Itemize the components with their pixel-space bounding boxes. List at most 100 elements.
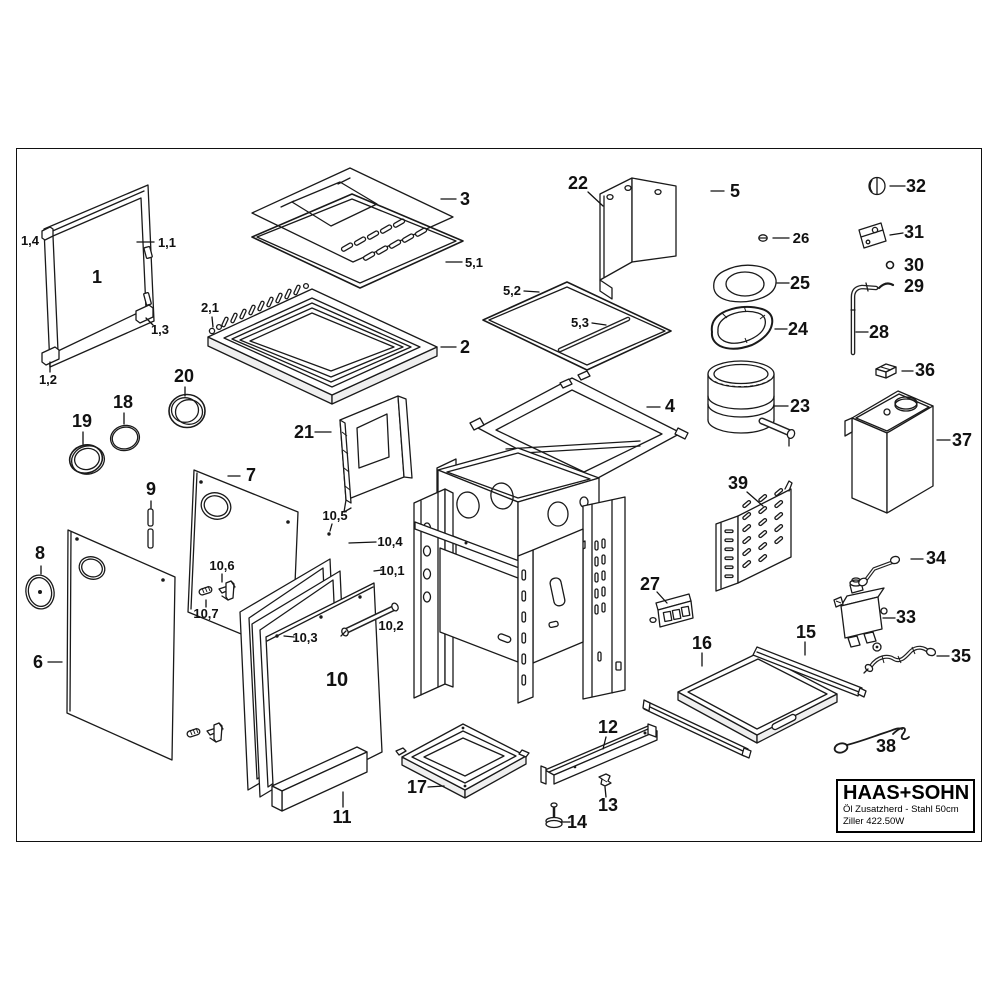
part-label-25: 25: [790, 273, 810, 293]
leader-line-5-3: [591, 322, 607, 326]
part-27-art: [649, 593, 694, 628]
part-label-24: 24: [788, 319, 808, 339]
part-5-2-art: [482, 281, 672, 371]
part-18-art: [109, 424, 141, 452]
part-label-5-2: 5,2: [503, 283, 521, 298]
brand-name: HAAS+SOHN: [843, 782, 970, 804]
part-label-9: 9: [146, 479, 156, 499]
part-32-art: [868, 176, 886, 196]
part-5-1-art: [251, 193, 464, 289]
part-31-art: [858, 222, 887, 249]
part-1-art: [41, 184, 155, 368]
part-label-38: 38: [876, 736, 896, 756]
part-label-14: 14: [567, 812, 587, 832]
brand-line1: Öl Zusatzherd - Stahl 50cm: [843, 804, 959, 815]
part-13-art: [598, 773, 612, 787]
part-label-7: 7: [246, 465, 256, 485]
leader-line-5-2: [523, 290, 540, 293]
part-label-4: 4: [665, 396, 675, 416]
brand-box: HAAS+SOHN Öl Zusatzherd - Stahl 50cm Zil…: [836, 779, 975, 833]
part-label-1-2: 1,2: [39, 372, 57, 387]
part-label-13: 13: [598, 795, 618, 815]
part-label-22: 22: [568, 173, 588, 193]
part-4-art: [469, 370, 689, 486]
part-label-6: 6: [33, 652, 43, 672]
part-label-11: 11: [332, 807, 351, 827]
leader-line-31: [889, 232, 904, 236]
part-label-10-2: 10,2: [378, 618, 403, 633]
part-14-art: [545, 802, 563, 829]
brand-line2: Ziller 422.50W: [843, 816, 905, 827]
part-labels-layer: 11,11,21,31,422,13455,15,25,367891010,11…: [21, 173, 972, 832]
part-label-20: 20: [174, 366, 194, 386]
part-label-10-6: 10,6: [209, 558, 234, 573]
part-39-art: [715, 480, 793, 592]
part-10-art: [239, 532, 399, 807]
part-label-36: 36: [915, 360, 935, 380]
part-label-1-4: 1,4: [21, 233, 40, 248]
part-28-art: [850, 282, 879, 356]
leader-line-10-4: [348, 541, 377, 544]
leader-line-39: [746, 491, 764, 507]
part-label-37: 37: [952, 430, 972, 450]
part-25-art: [713, 264, 777, 303]
leader-line-12: [602, 736, 607, 750]
part-15-art: [642, 646, 867, 759]
part-label-10-7: 10,7: [193, 606, 218, 621]
part-9-art: [147, 508, 154, 549]
part-label-23: 23: [790, 396, 810, 416]
part-label-19: 19: [72, 411, 92, 431]
part-17-art: [395, 723, 530, 799]
part-23-art: [707, 360, 796, 447]
part-label-10-1: 10,1: [379, 563, 404, 578]
part-26-art: [758, 234, 768, 242]
part-33-art: [833, 577, 888, 652]
part-6-art: [66, 529, 176, 761]
part-label-31: 31: [904, 222, 924, 242]
leader-line-1-3: [145, 317, 154, 326]
part-label-34: 34: [926, 548, 946, 568]
part-label-32: 32: [906, 176, 926, 196]
part-label-10-3: 10,3: [292, 630, 317, 645]
part-35-art: [863, 645, 937, 674]
part-label-17: 17: [407, 777, 427, 797]
part-30-art: [885, 260, 895, 270]
leader-line-2-1: [211, 316, 214, 328]
leader-line-27: [656, 591, 668, 604]
part-16-art: [677, 652, 838, 744]
part-2-art: [207, 282, 438, 405]
part-label-5: 5: [730, 181, 740, 201]
part-label-2: 2: [460, 337, 470, 357]
part-label-29: 29: [904, 276, 924, 296]
part-label-39: 39: [728, 473, 748, 493]
part-label-21: 21: [294, 422, 314, 442]
hinge-set-bottom: [185, 722, 224, 743]
part-label-26: 26: [793, 230, 810, 247]
part-20-art: [168, 393, 206, 429]
part-label-8: 8: [35, 543, 45, 563]
leader-line-10-5: [329, 523, 333, 532]
part-label-3: 3: [460, 189, 470, 209]
part-11-art: [271, 746, 368, 812]
part-19-art: [68, 444, 106, 475]
part-label-15: 15: [796, 622, 816, 642]
part-label-35: 35: [951, 646, 971, 666]
part-label-10-4: 10,4: [377, 534, 403, 549]
part-29-art: [877, 282, 895, 290]
part-label-10: 10: [326, 669, 348, 691]
part-21-art: [339, 395, 413, 513]
leader-line-10-1: [373, 569, 383, 572]
part-body-chassis-art: [413, 447, 626, 704]
part-24-art: [710, 305, 774, 350]
part-label-33: 33: [896, 607, 916, 627]
part-label-18: 18: [113, 392, 133, 412]
part-label-12: 12: [598, 717, 618, 737]
part-label-16: 16: [692, 633, 712, 653]
part-8-art: [25, 574, 55, 610]
part-label-10-5: 10,5: [322, 508, 347, 523]
part-label-1-3: 1,3: [151, 322, 169, 337]
part-label-28: 28: [869, 322, 889, 342]
leader-line-10-3: [283, 635, 295, 638]
